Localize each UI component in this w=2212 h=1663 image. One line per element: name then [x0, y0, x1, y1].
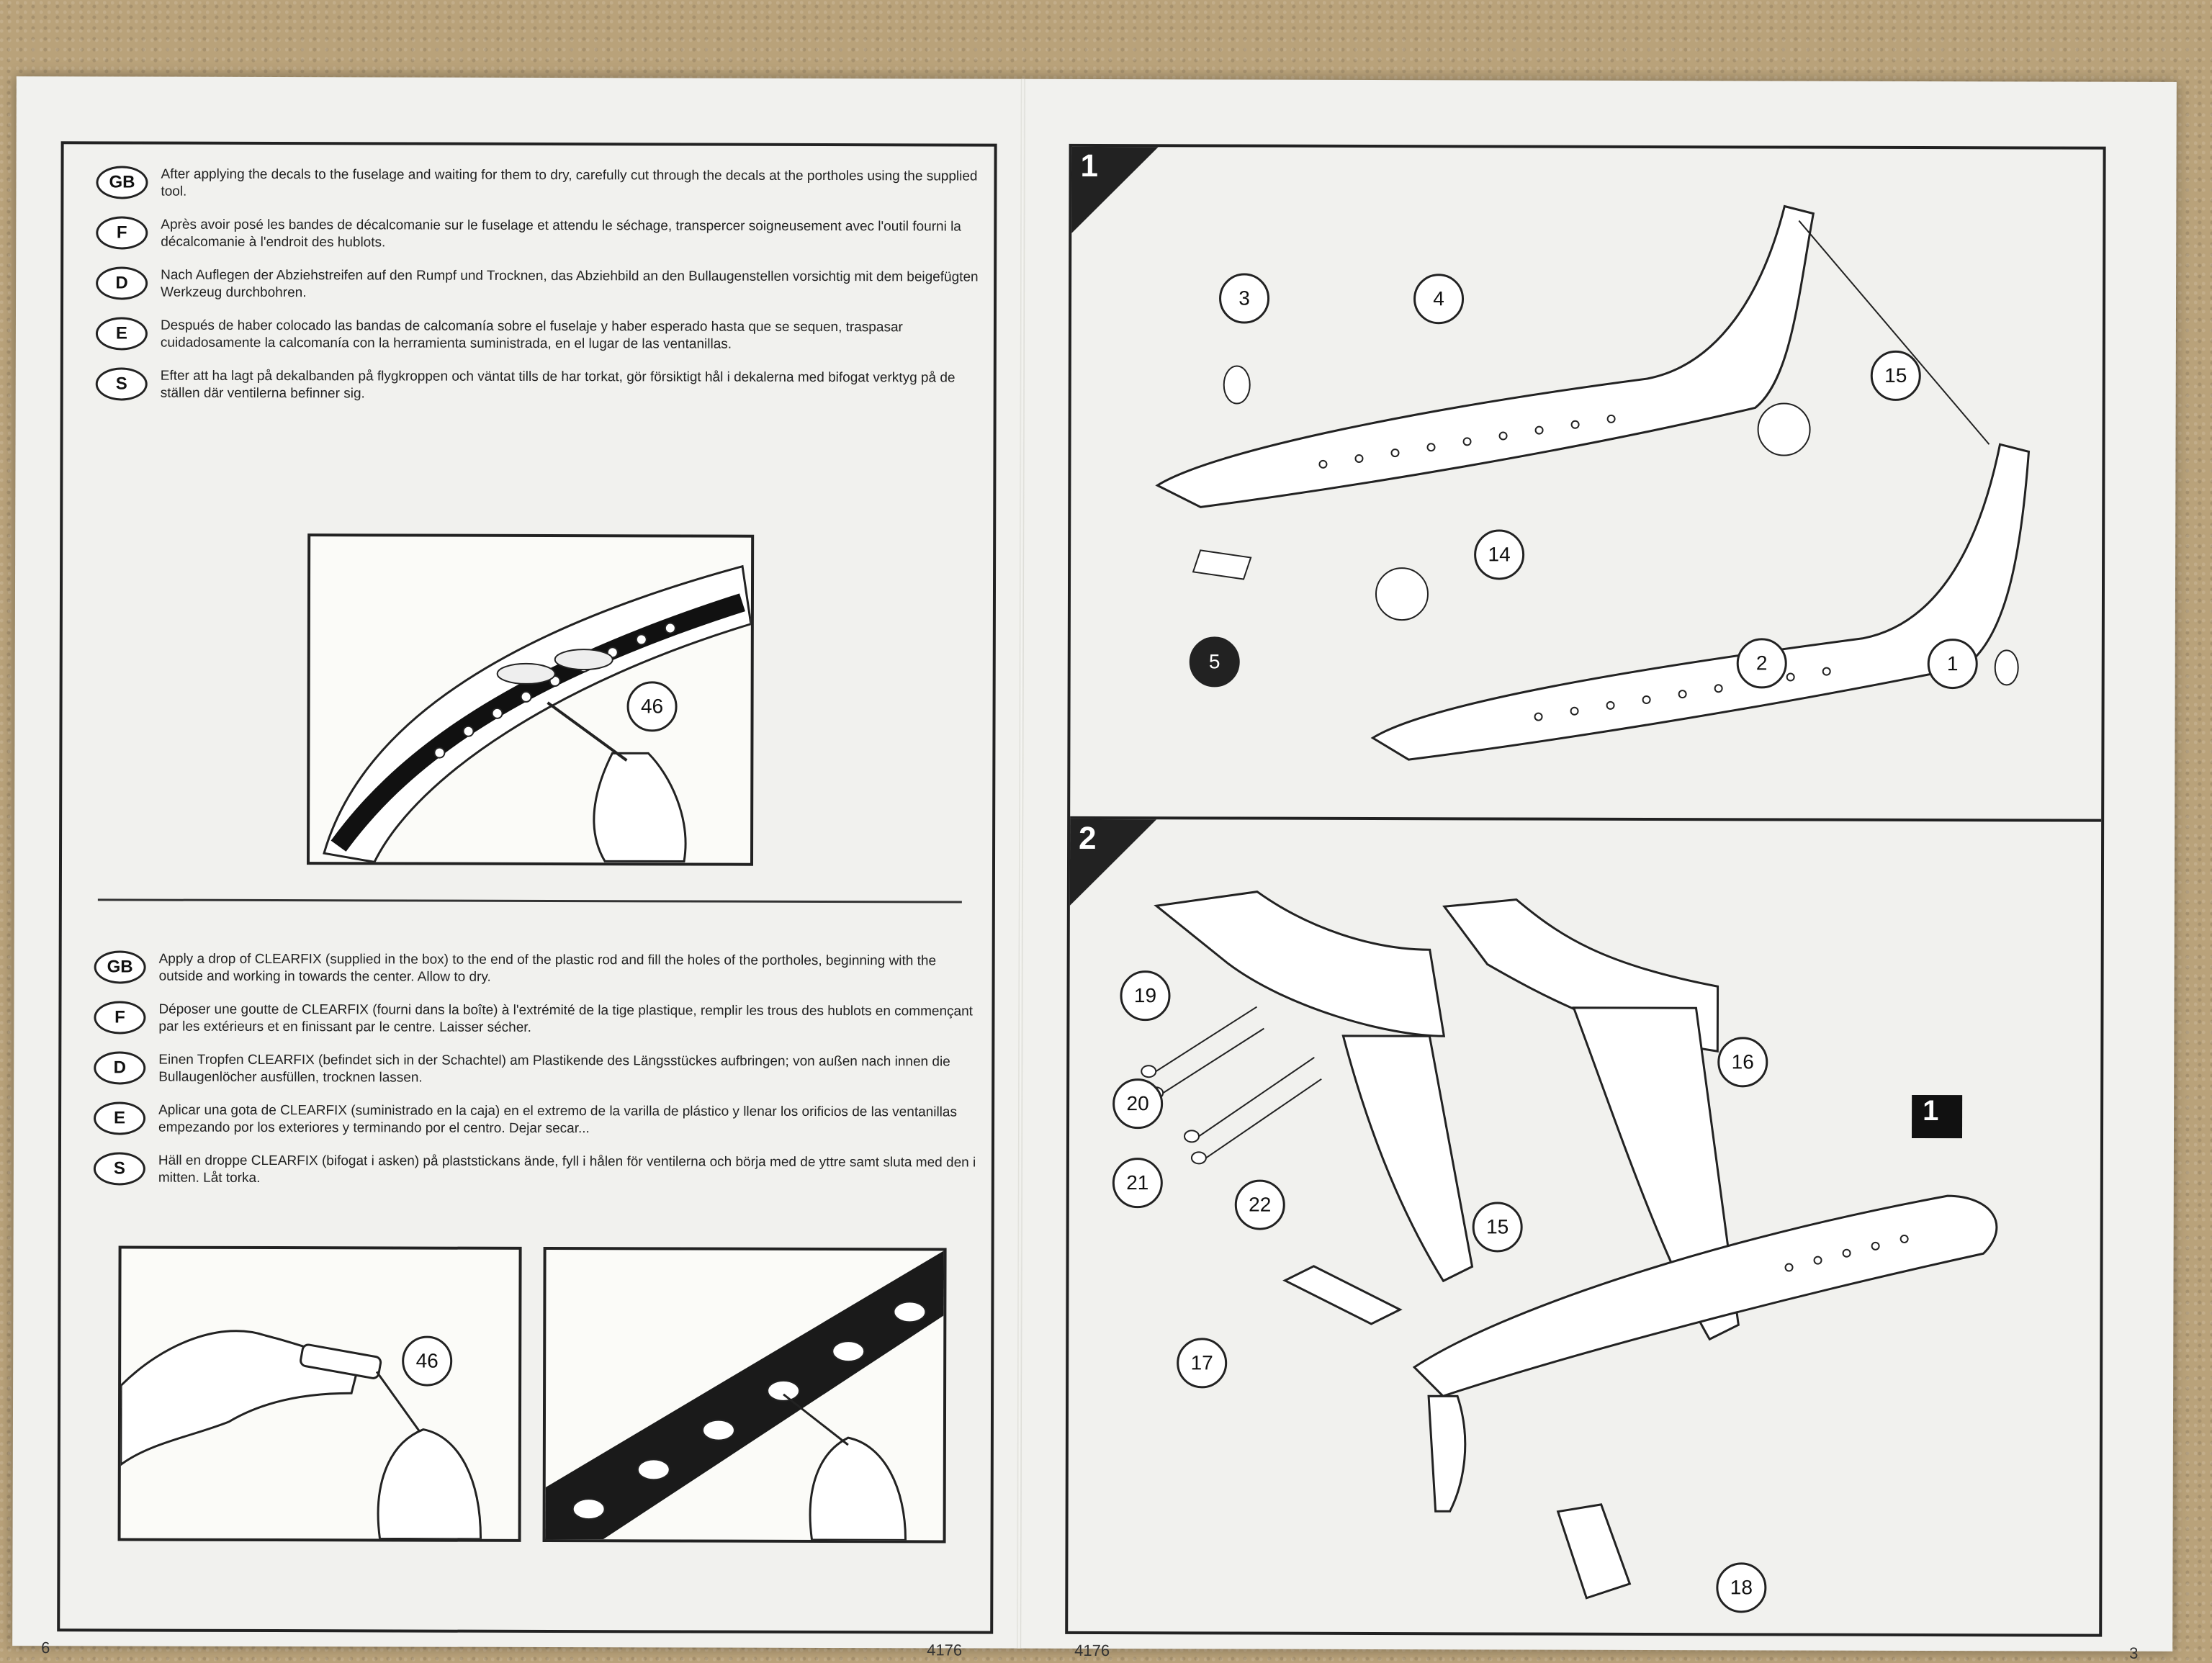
part-callout: 18 — [1716, 1562, 1767, 1613]
part-callout: 4 — [1413, 274, 1465, 325]
instruction-text: Häll en droppe CLEARFIX (bifogat i asken… — [158, 1153, 976, 1186]
clearfix-apply-illustration: 46 — [117, 1245, 522, 1542]
instruction-row: E Después de haber colocado las bandas d… — [95, 317, 981, 353]
fuselage-halves-drawing — [1155, 204, 2031, 761]
instruction-text: After applying the decals to the fuselag… — [161, 166, 978, 199]
instruction-row: GB After applying the decals to the fuse… — [96, 166, 981, 202]
right-page: 1 — [1065, 143, 2106, 1637]
part-callout: 21 — [1112, 1158, 1163, 1209]
instruction-text: Después de haber colocado las bandas de … — [160, 317, 903, 352]
language-badge: GB — [94, 950, 146, 984]
instruction-row: F Après avoir posé les bandes de décalco… — [96, 216, 981, 253]
instruction-text: Après avoir posé les bandes de décalcoma… — [161, 217, 961, 251]
language-badge: F — [94, 1001, 146, 1035]
part-callout: 14 — [1474, 529, 1525, 580]
part-callout: 3 — [1218, 273, 1270, 324]
part-callout: 17 — [1177, 1338, 1228, 1389]
left-page: GB After applying the decals to the fuse… — [57, 141, 997, 1634]
instruction-text: Nach Auflegen der Abziehstreifen auf den… — [161, 267, 979, 301]
porthole-strip-drawing — [545, 1250, 944, 1541]
instruction-row: E Aplicar una gota de CLEARFIX (suminist… — [94, 1101, 979, 1138]
instruction-row: D Nach Auflegen der Abziehstreifen auf d… — [96, 266, 981, 303]
instruction-row: F Déposer une goutte de CLEARFIX (fourni… — [94, 1001, 979, 1037]
instruction-text: Aplicar una gota de CLEARFIX (suministra… — [158, 1102, 957, 1137]
language-badge: F — [96, 216, 148, 250]
language-badge: GB — [96, 166, 148, 199]
instructions-block-1: GB After applying the decals to the fuse… — [95, 166, 982, 420]
tool-callout: 46 — [626, 681, 678, 732]
kit-number-left: 4176 — [927, 1641, 963, 1659]
step-reference: 1 — [1923, 1095, 1939, 1127]
language-badge: S — [93, 1152, 145, 1186]
instruction-row: S Efter att ha lagt på dekalbanden på fl… — [95, 367, 981, 404]
instruction-sheet: GB After applying the decals to the fuse… — [12, 76, 2177, 1662]
part-callout: 16 — [1717, 1037, 1768, 1088]
hand-with-tube-drawing — [120, 1330, 482, 1539]
instruction-text: Apply a drop of CLEARFIX (supplied in th… — [158, 951, 937, 985]
instructions-block-2: GB Apply a drop of CLEARFIX (supplied in… — [93, 950, 980, 1204]
part-callout: 15 — [1870, 350, 1921, 402]
page-number-right: 3 — [2129, 1644, 2139, 1662]
section-divider — [97, 898, 962, 903]
page-fold — [1017, 78, 1025, 1649]
instruction-text: Efter att ha lagt på dekalbanden på flyg… — [160, 368, 956, 402]
language-badge: E — [94, 1101, 146, 1135]
language-badge: E — [95, 317, 148, 351]
language-badge: S — [95, 367, 148, 401]
instruction-row: D Einen Tropfen CLEARFIX (befindet sich … — [94, 1051, 979, 1088]
fuselage-nose-drawing — [323, 564, 752, 863]
part-callout: 1 — [1927, 639, 1978, 690]
tool-callout: 46 — [402, 1335, 453, 1387]
part-callout: 20 — [1112, 1078, 1164, 1130]
page-number-left: 6 — [41, 1639, 50, 1657]
language-badge: D — [96, 266, 148, 300]
part-callout: 2 — [1736, 638, 1787, 689]
porthole-fill-illustration — [542, 1246, 947, 1543]
instruction-row: GB Apply a drop of CLEARFIX (supplied in… — [94, 950, 980, 987]
instruction-row: S Häll en droppe CLEARFIX (bifogat i ask… — [93, 1152, 979, 1189]
part-callout: 19 — [1120, 970, 1171, 1022]
part-callout: 5 — [1189, 636, 1240, 688]
part-callout: 22 — [1234, 1179, 1285, 1230]
part-callout: 15 — [1472, 1202, 1523, 1253]
instruction-text: Déposer une goutte de CLEARFIX (fourni d… — [158, 1001, 973, 1035]
step-2-panel: 2 — [1068, 819, 2101, 1636]
step-1-panel: 1 — [1070, 146, 2103, 819]
decal-cut-illustration: 46 — [306, 533, 755, 866]
wing-assembly-drawing — [1141, 891, 1998, 1600]
instruction-text: Einen Tropfen CLEARFIX (befindet sich in… — [158, 1052, 950, 1086]
kit-number-right: 4176 — [1074, 1641, 1110, 1660]
language-badge: D — [94, 1051, 146, 1085]
